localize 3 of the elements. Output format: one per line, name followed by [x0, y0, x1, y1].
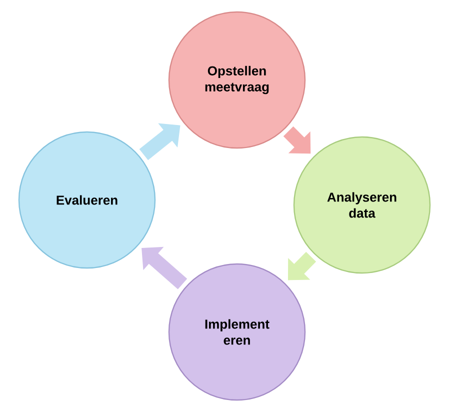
block-arrow: [139, 123, 180, 160]
block-arrow: [283, 126, 311, 154]
block-arrow: [288, 252, 316, 280]
